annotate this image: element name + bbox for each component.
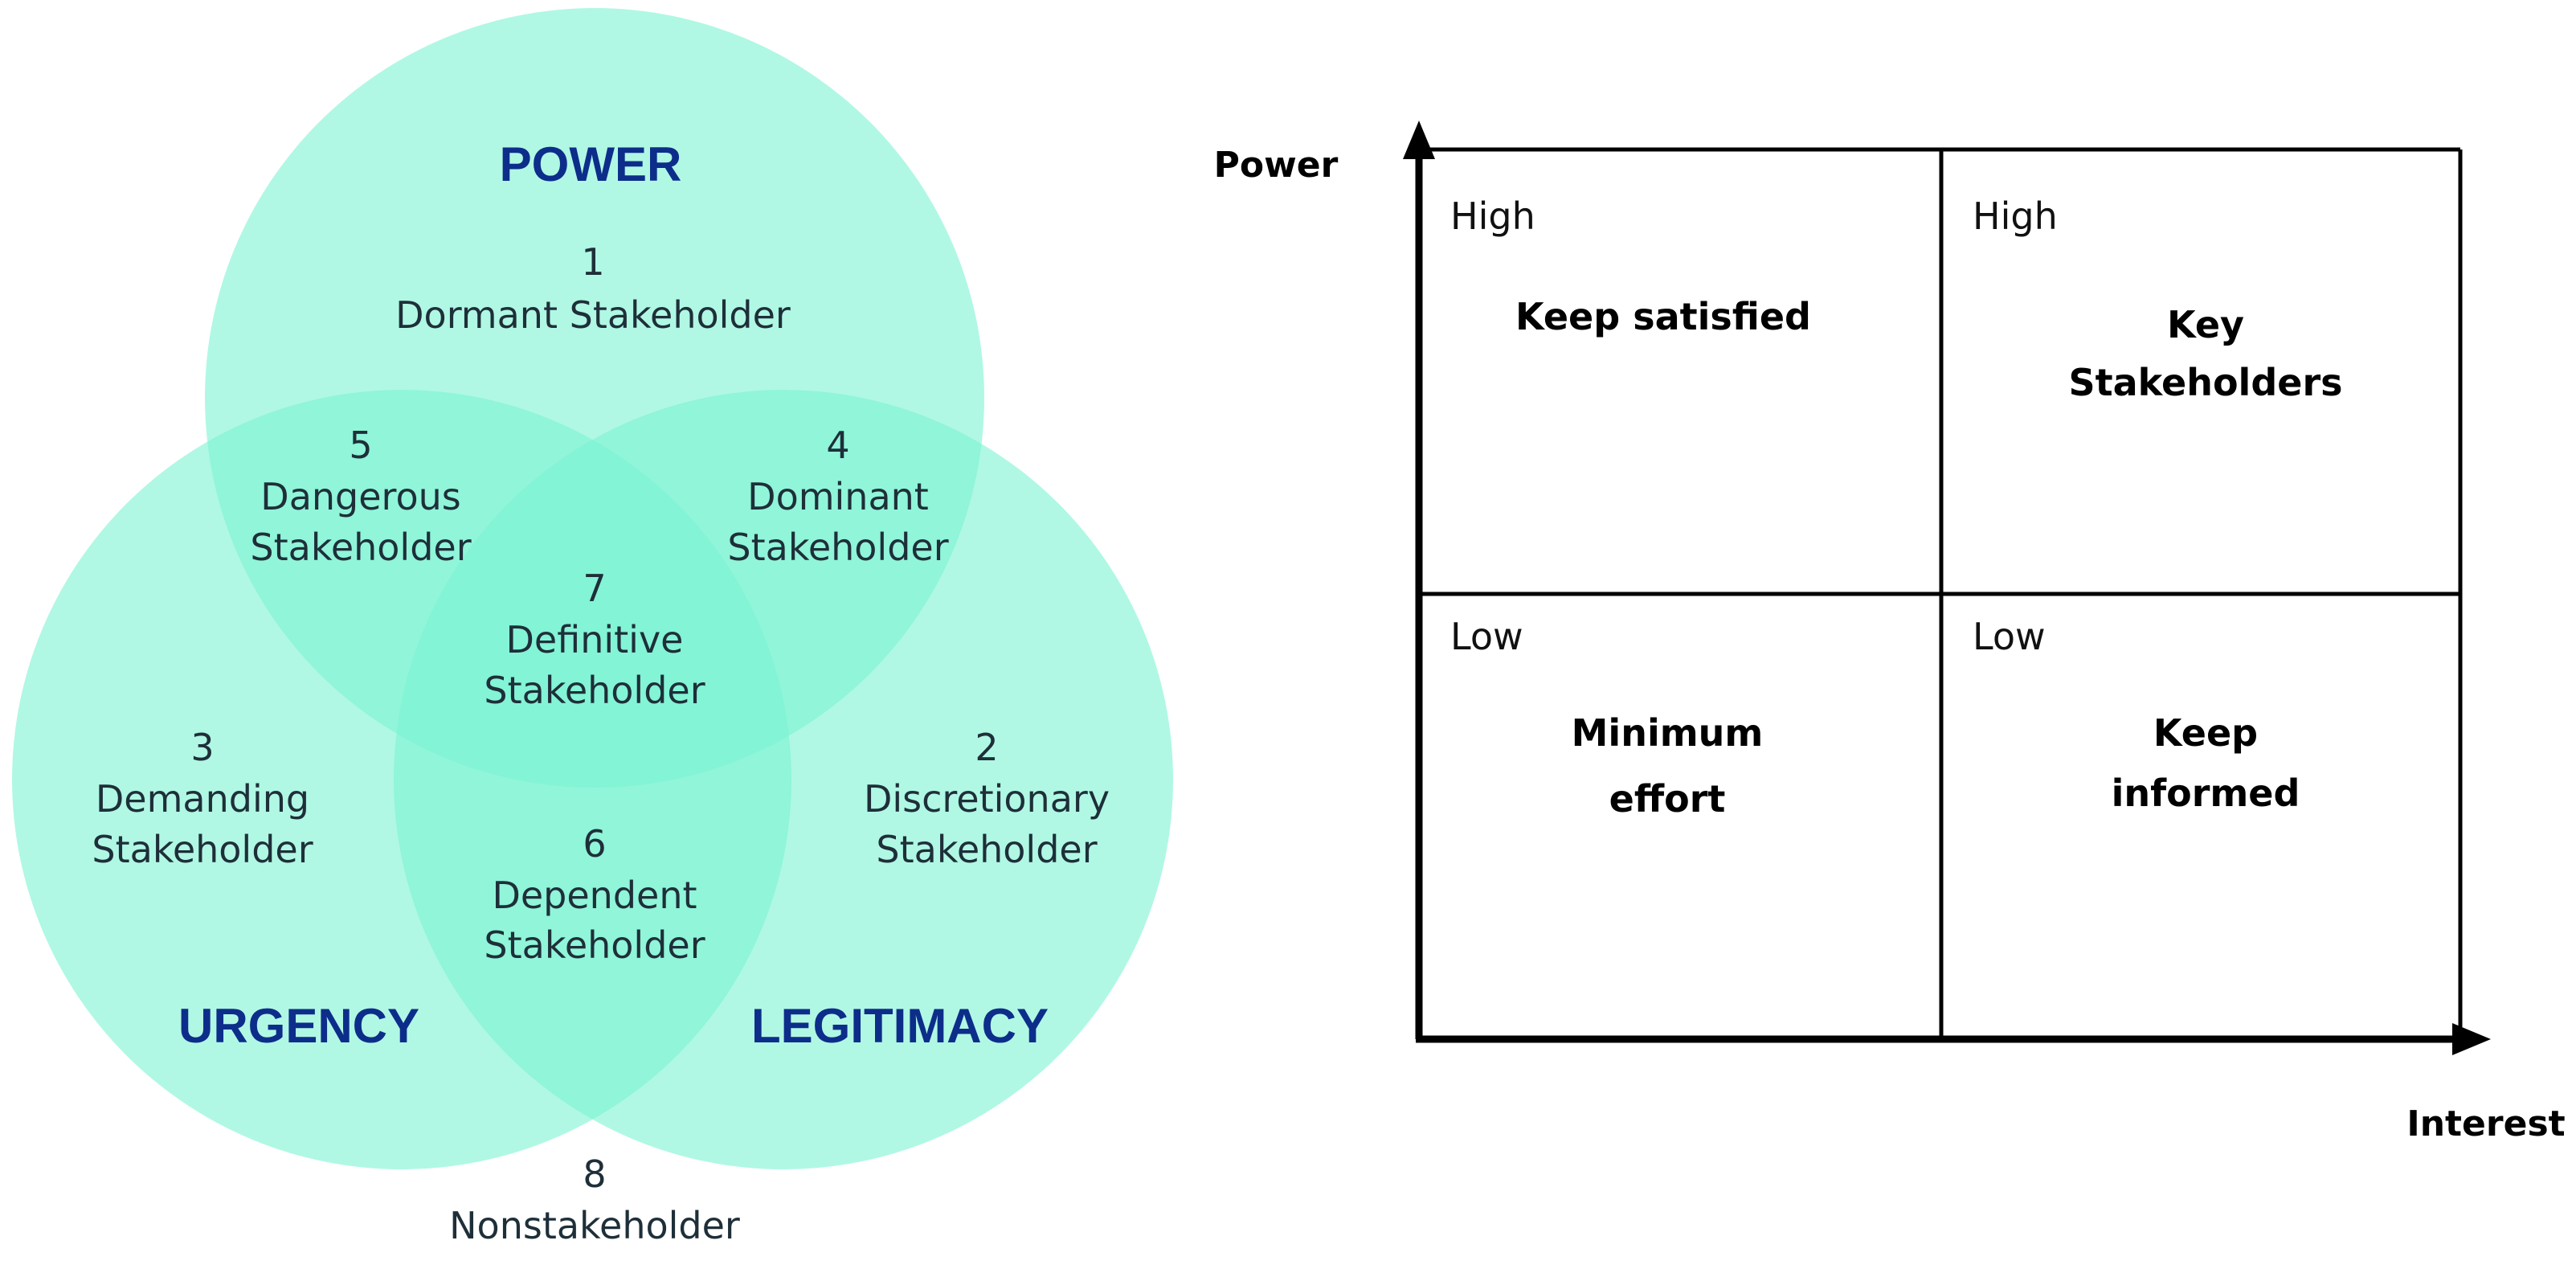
region-label-line-1: Definitive bbox=[506, 618, 684, 661]
interest-axis-arrowhead bbox=[2452, 1023, 2491, 1055]
power-interest-grid: Power Interest High Keep satisfied High … bbox=[1214, 121, 2566, 1144]
quadrant-label-line-2: effort bbox=[1609, 777, 1726, 821]
region-label-line-2: Stakeholder bbox=[92, 828, 313, 871]
region-label-line-1: Discretionary bbox=[864, 777, 1110, 821]
region-label-line-2: Stakeholder bbox=[876, 828, 1097, 871]
region-number: 1 bbox=[581, 240, 604, 284]
legitimacy-circle bbox=[394, 390, 1173, 1169]
quadrant-label-line-1: Minimum bbox=[1572, 711, 1764, 755]
quadrant-level: High bbox=[1450, 194, 1535, 238]
quadrant-label-line-2: informed bbox=[2112, 772, 2300, 815]
region-definitive: 7 Definitive Stakeholder bbox=[484, 567, 705, 712]
region-label-line-2: Stakeholder bbox=[727, 526, 948, 569]
legitimacy-label: LEGITIMACY bbox=[751, 999, 1049, 1053]
quadrant-level: High bbox=[1973, 194, 2058, 238]
region-dominant: 4 Dominant Stakeholder bbox=[727, 424, 948, 569]
urgency-label: URGENCY bbox=[178, 999, 419, 1053]
region-label-line-2: Stakeholder bbox=[484, 669, 705, 712]
region-number: 2 bbox=[975, 726, 998, 769]
quadrant-minimum-effort: Low Minimum effort bbox=[1450, 615, 1763, 821]
region-label: Nonstakeholder bbox=[449, 1204, 740, 1247]
quadrant-keep-satisfied: High Keep satisfied bbox=[1450, 194, 1811, 338]
quadrant-level: Low bbox=[1973, 615, 2046, 658]
power-label: POWER bbox=[500, 137, 682, 191]
quadrant-key-stakeholders: High Key Stakeholders bbox=[1973, 194, 2343, 404]
power-axis-arrowhead bbox=[1403, 121, 1435, 159]
region-label-line-1: Dominant bbox=[747, 475, 929, 518]
region-dependent: 6 Dependent Stakeholder bbox=[484, 822, 705, 967]
venn-diagram: POWER URGENCY LEGITIMACY 1 Dormant Stake… bbox=[12, 8, 1173, 1247]
region-nonstakeholder: 8 Nonstakeholder bbox=[449, 1152, 740, 1247]
quadrant-level: Low bbox=[1450, 615, 1523, 658]
region-label: Dormant Stakeholder bbox=[395, 293, 791, 337]
region-number: 4 bbox=[826, 424, 849, 467]
region-label-line-1: Dangerous bbox=[260, 475, 460, 518]
quadrant-label: Keep satisfied bbox=[1515, 295, 1811, 338]
region-number: 3 bbox=[190, 726, 214, 769]
quadrant-label-line-2: Stakeholders bbox=[2068, 361, 2342, 404]
region-demanding: 3 Demanding Stakeholder bbox=[92, 726, 313, 871]
region-label-line-2: Stakeholder bbox=[250, 526, 471, 569]
interest-axis-label: Interest bbox=[2406, 1103, 2565, 1144]
region-label-line-2: Stakeholder bbox=[484, 923, 705, 967]
region-dangerous: 5 Dangerous Stakeholder bbox=[250, 424, 471, 569]
power-axis-label: Power bbox=[1214, 145, 1339, 186]
quadrant-label-line-1: Key bbox=[2167, 303, 2244, 346]
quadrant-keep-informed: Low Keep informed bbox=[1973, 615, 2300, 815]
region-number: 5 bbox=[349, 424, 372, 467]
region-number: 7 bbox=[583, 567, 606, 610]
region-label-line-1: Demanding bbox=[96, 777, 309, 821]
region-dormant: 1 Dormant Stakeholder bbox=[395, 240, 791, 337]
region-label-line-1: Dependent bbox=[492, 874, 697, 917]
region-discretionary: 2 Discretionary Stakeholder bbox=[864, 726, 1110, 871]
region-number: 8 bbox=[583, 1152, 606, 1196]
region-number: 6 bbox=[583, 822, 606, 866]
quadrant-label-line-1: Keep bbox=[2153, 711, 2258, 755]
